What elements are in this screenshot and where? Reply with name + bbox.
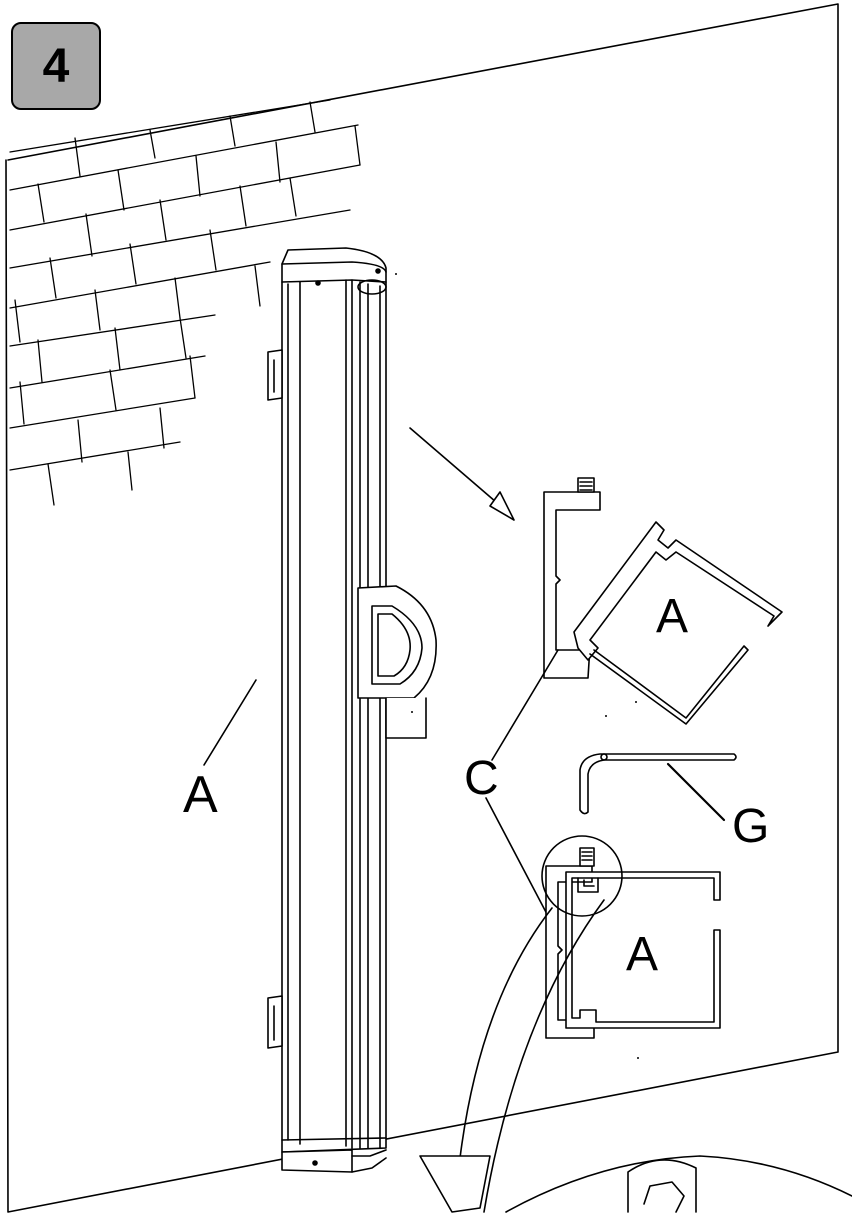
- clip-detail-bottom: [541, 835, 721, 1039]
- zoom-callout-lines: [419, 899, 605, 1213]
- label-part-a-main: A: [183, 766, 218, 824]
- leader-line-a-main: [203, 679, 257, 766]
- illustration-specks: [395, 273, 639, 1059]
- label-part-c: C: [464, 752, 499, 805]
- label-part-a-bottom-detail: A: [626, 928, 658, 981]
- leader-line-c-bottom: [485, 797, 549, 917]
- magnified-screw-detail: [505, 1155, 852, 1213]
- clip-detail-top: [543, 477, 783, 725]
- detail-arrow: [409, 427, 515, 521]
- wall-outline: [5, 3, 839, 1213]
- label-part-g: G: [732, 800, 769, 853]
- brick-wall-pattern: [9, 99, 361, 506]
- leader-line-g: [666, 762, 726, 822]
- hex-key-tool: [579, 753, 737, 815]
- screen-cassette-post: [267, 247, 437, 1173]
- label-part-a-top-detail: A: [656, 590, 688, 643]
- leader-line-c-top: [491, 649, 559, 761]
- step-number-badge: 4: [11, 22, 101, 110]
